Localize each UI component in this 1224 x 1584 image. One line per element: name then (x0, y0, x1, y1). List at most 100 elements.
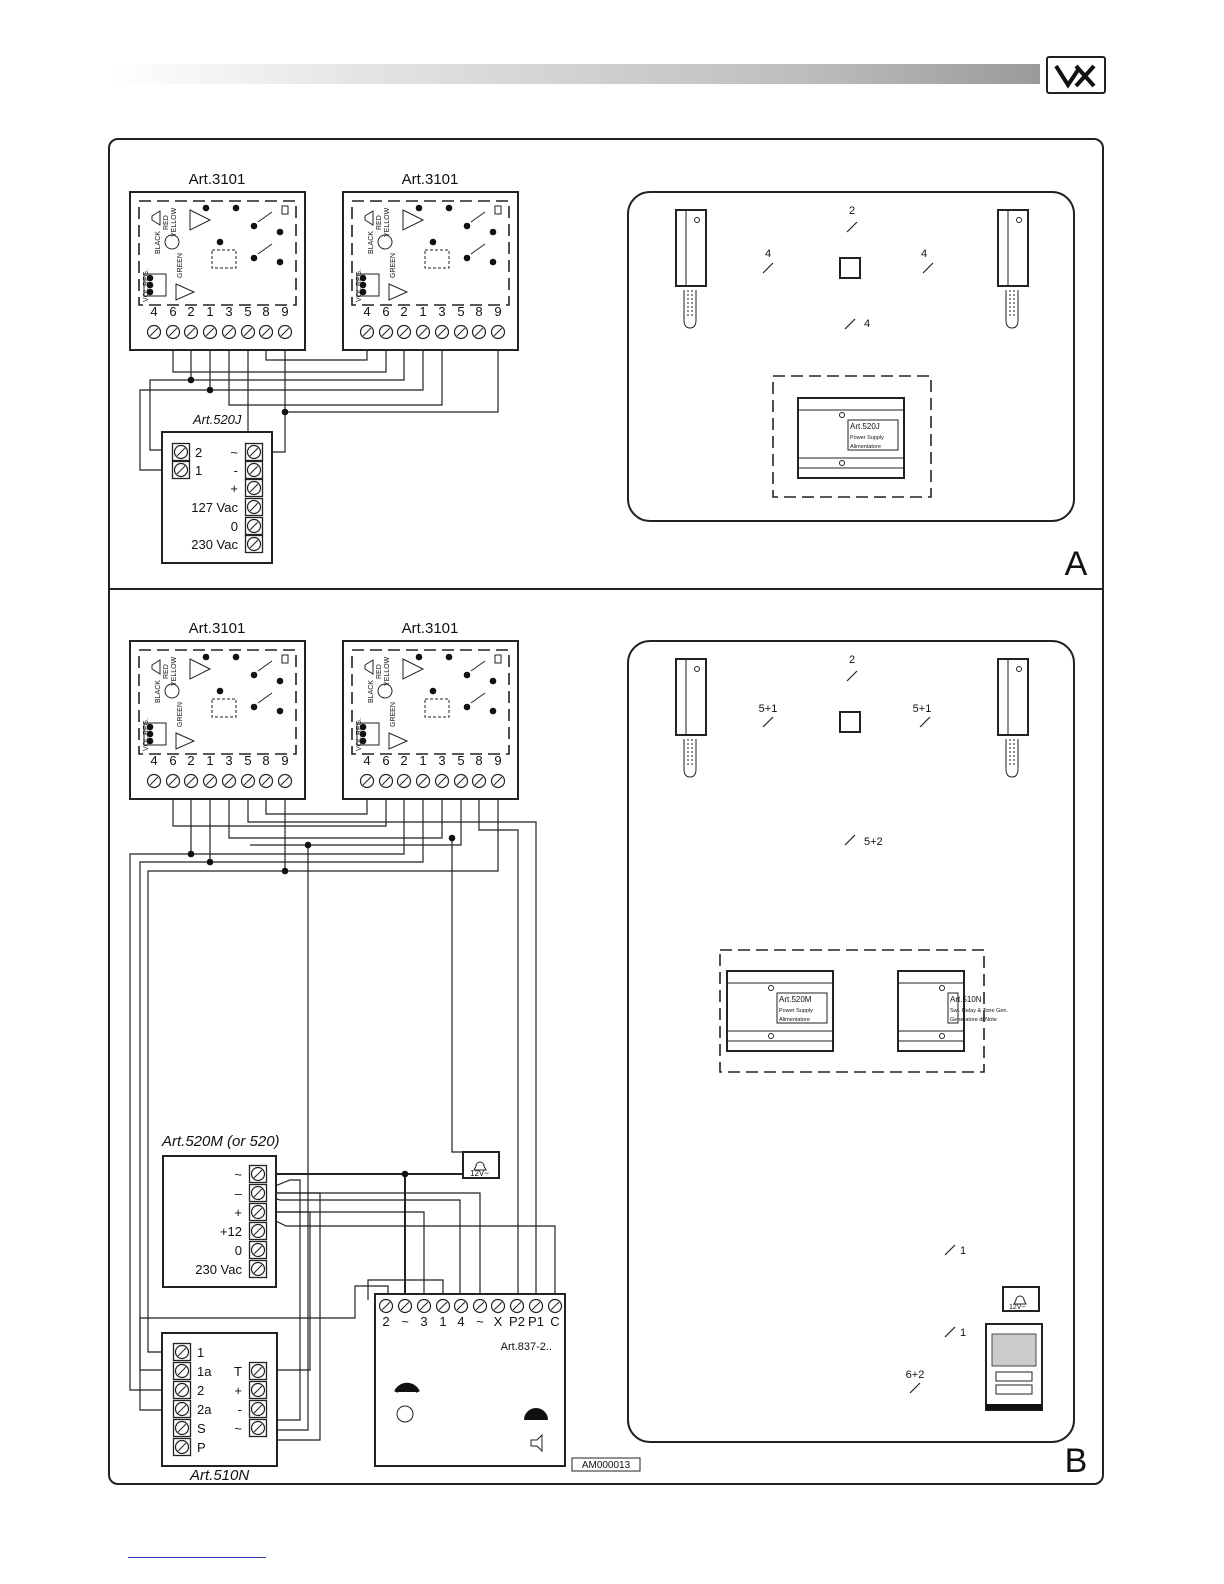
wire-color-label: YELLOW (384, 207, 391, 237)
terminal-label: 230 Vac (191, 537, 238, 552)
switch-icon (257, 243, 273, 255)
terminal-label: ~ (234, 1167, 242, 1182)
wire-count-label: 5+1 (913, 703, 932, 715)
terminal-number: 8 (475, 753, 482, 768)
schematic-panel-a (627, 191, 1075, 522)
handset-icon (997, 658, 1029, 778)
terminal-label: ~ (401, 1314, 409, 1329)
screw-terminal (244, 497, 264, 517)
terminal-number: 5 (244, 753, 251, 768)
junction-dot (359, 737, 367, 745)
terminal-number: 5 (244, 304, 251, 319)
module-name: Art.520M (779, 995, 812, 1004)
wire (257, 1192, 461, 1300)
junction-dot (445, 204, 453, 212)
screw-terminal (248, 1240, 268, 1260)
wire-count-tick (844, 834, 856, 846)
terminal-label: 1 (197, 1345, 204, 1360)
wire-count-label: 5+1 (759, 703, 778, 715)
wire-color-label: GREEN (177, 253, 184, 278)
screw-terminal (244, 442, 264, 462)
wire-count-tick (844, 318, 856, 330)
terminal-label: + (234, 1383, 242, 1398)
intercom-unit-art3101 (342, 191, 519, 351)
volume-regulator-icon (143, 273, 167, 297)
door-lock-icon (462, 1151, 500, 1179)
screw-terminal (547, 1298, 563, 1314)
wire-count-label: 5+2 (864, 836, 883, 848)
speaker-icon (530, 1433, 543, 1453)
screw-terminal (248, 1259, 268, 1279)
terminal-label: P (197, 1440, 206, 1455)
screw-terminal (453, 324, 469, 340)
terminal-label: 2 (382, 1314, 389, 1329)
microphone-icon (164, 683, 180, 699)
key-icon (494, 654, 502, 664)
entrance-panel-title: Art.837-2.. (501, 1341, 552, 1353)
amplifier-icon (388, 283, 409, 301)
screw-terminal (453, 1298, 469, 1314)
volume-regulator-icon (356, 273, 380, 297)
module-line: Swi. Relay & Tone Gen. (950, 1008, 1008, 1014)
terminal-label: ~ (234, 1421, 242, 1436)
screw-terminal (434, 773, 450, 789)
wire-count-tick (944, 1326, 956, 1338)
screw-terminal (248, 1202, 268, 1222)
vx-logo-icon (1046, 56, 1106, 94)
terminal-number: 5 (457, 304, 464, 319)
screw-terminal (416, 1298, 432, 1314)
switch-icon (470, 692, 486, 704)
screw-terminal (378, 324, 394, 340)
speaker-icon (151, 659, 161, 675)
wire-color-label: BLACK (155, 680, 162, 703)
terminal-number: 3 (438, 304, 445, 319)
screw-terminal (528, 1298, 544, 1314)
terminal-number: 6 (382, 753, 389, 768)
terminal-label: T (234, 1364, 242, 1379)
microphone-icon (396, 1405, 414, 1423)
switch-icon (470, 243, 486, 255)
wire (190, 799, 405, 855)
amplifier-icon (402, 658, 425, 680)
terminal-number: 3 (438, 753, 445, 768)
wire (209, 799, 424, 863)
wire (172, 799, 387, 827)
wire (258, 1211, 425, 1300)
speaker-icon (524, 1408, 548, 1421)
terminal-label: 1a (197, 1364, 212, 1379)
junction-dot (359, 723, 367, 731)
wire-color-label: BLACK (368, 231, 375, 254)
microphone-icon (394, 1382, 420, 1393)
amplifier-icon (189, 209, 212, 231)
wire (254, 1179, 301, 1421)
amplifier-icon (175, 732, 196, 750)
screw-terminal (509, 1298, 525, 1314)
wire-count-tick (909, 1382, 921, 1394)
junction-dot (206, 858, 214, 866)
speaker-icon (151, 210, 161, 226)
relay-icon (424, 249, 450, 269)
junction-dot (146, 723, 154, 731)
terminal-label: 2 (195, 445, 202, 460)
screw-terminal (397, 1298, 413, 1314)
wire-count-tick (846, 670, 858, 682)
terminal-number: 4 (363, 753, 370, 768)
junction-dot (276, 677, 284, 685)
microphone-icon (377, 683, 393, 699)
junction-dot (276, 228, 284, 236)
panel-label-a: A (1065, 545, 1088, 583)
terminal-number: 6 (169, 304, 176, 319)
screw-terminal (240, 773, 256, 789)
wire (451, 838, 470, 1153)
wire-count-label: 1 (960, 1245, 966, 1257)
terminal-number: 8 (262, 304, 269, 319)
lock-label: 12V~ (470, 1169, 489, 1178)
terminal-number: 6 (169, 753, 176, 768)
junction-dot (304, 841, 312, 849)
terminal-label: 0 (231, 519, 238, 534)
handset-icon (997, 209, 1029, 329)
screw-terminal (248, 1380, 268, 1400)
screw-terminal (172, 1361, 192, 1381)
header-gradient-bar (110, 64, 1040, 84)
